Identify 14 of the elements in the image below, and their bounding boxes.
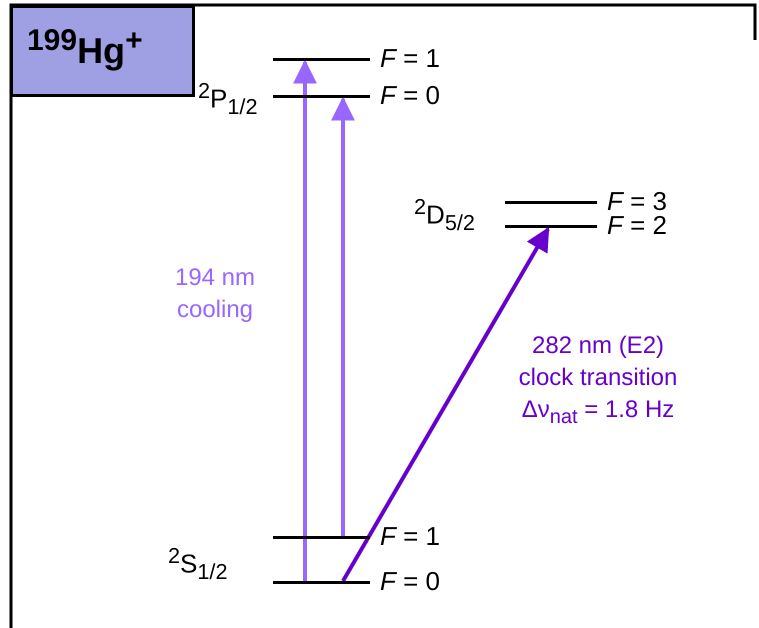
edge-label: 282 nm (E2) clock transition Δν$_{nat}$ = 1.8 Hz: [518, 331, 678, 430]
arrow: [341, 226, 550, 582]
ion-name: $^{199}$Hg$^{+}$: [27, 24, 143, 72]
title-box: [10, 5, 195, 97]
level-label: F = 0: [380, 566, 440, 596]
transition-label: 194 nm cooling: [174, 263, 256, 325]
level-label: F = 1: [380, 43, 440, 73]
level-label: F = 0: [380, 80, 440, 110]
term-symbol: $^{2}$S$_{1/2}$: [168, 542, 228, 586]
arrow: [293, 60, 317, 581]
term-symbol: $^{2}$D$_{5/2}$: [414, 193, 475, 237]
arrow: [331, 96, 355, 536]
term-symbol: $^{2}$P$_{1/2}$: [198, 77, 258, 121]
level-label: F = 1: [380, 521, 440, 551]
